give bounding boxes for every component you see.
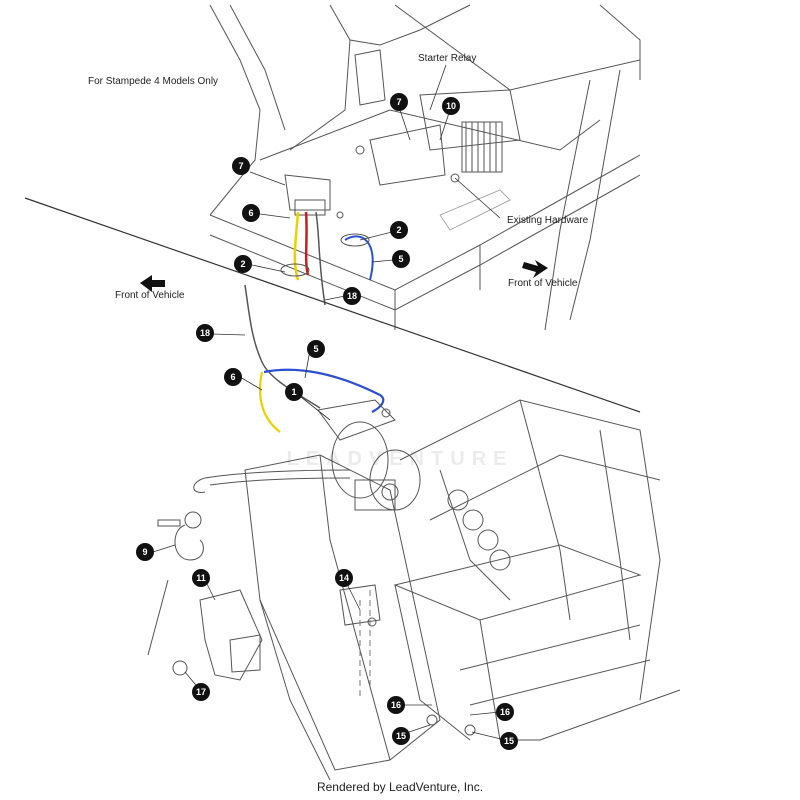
svg-text:9: 9 [142,547,147,557]
svg-text:1: 1 [291,387,296,397]
callout: 2 [390,221,408,239]
leader-lines [152,64,506,741]
mount-bracket [172,589,263,681]
svg-text:16: 16 [500,707,510,717]
svg-text:10: 10 [446,101,456,111]
callout: 15 [500,732,518,750]
callout: 16 [387,696,405,714]
callout: 10 [442,97,460,115]
svg-text:17: 17 [196,687,206,697]
section-divider [24,197,641,413]
svg-text:2: 2 [240,259,245,269]
winch-wiring [244,284,385,433]
callout: 7 [390,93,408,111]
footer-credit: Rendered by LeadVenture, Inc. [316,780,484,794]
svg-text:2: 2 [396,225,401,235]
bumper-frame [244,399,681,781]
watermark: LEADVENTURE [286,448,514,470]
svg-text:6: 6 [230,372,235,382]
callout: 9 [136,543,154,561]
front-of-vehicle-left-label: Front of Vehicle [115,290,185,301]
starter-relay-label: Starter Relay [418,53,476,64]
front-arrow-right-icon [522,260,548,278]
existing-hardware-label: Existing Hardware [507,215,589,226]
callout: 18 [196,324,214,342]
models-note: For Stampede 4 Models Only [88,76,218,87]
hook [147,511,204,656]
upper-wiring [280,211,374,306]
svg-text:7: 7 [396,97,401,107]
callout: 6 [242,204,260,222]
svg-text:18: 18 [347,291,357,301]
callout: 17 [192,683,210,701]
svg-text:15: 15 [396,731,406,741]
callout: 5 [307,340,325,358]
svg-text:11: 11 [196,573,206,583]
front-of-vehicle-right-label: Front of Vehicle [508,278,578,289]
callout: 18 [343,287,361,305]
svg-text:6: 6 [248,208,253,218]
svg-text:7: 7 [238,161,243,171]
callout: 6 [224,368,242,386]
callout: 1 [285,383,303,401]
svg-text:16: 16 [391,700,401,710]
callout: 2 [234,255,252,273]
callout: 5 [392,250,410,268]
svg-text:15: 15 [504,736,514,746]
callout: 15 [392,727,410,745]
winch-relay [284,174,331,216]
callout: 11 [192,569,210,587]
callout: 16 [496,703,514,721]
svg-text:5: 5 [398,254,403,264]
heat-sink [461,121,503,173]
svg-text:5: 5 [313,344,318,354]
callout: 14 [335,569,353,587]
front-arrow-left-icon [140,275,165,292]
callout: 7 [232,157,250,175]
svg-text:18: 18 [200,328,210,338]
relay-assembly-frame [209,4,641,331]
svg-text:14: 14 [339,573,349,583]
winch-cable [193,469,351,493]
winch-motor [317,399,421,511]
